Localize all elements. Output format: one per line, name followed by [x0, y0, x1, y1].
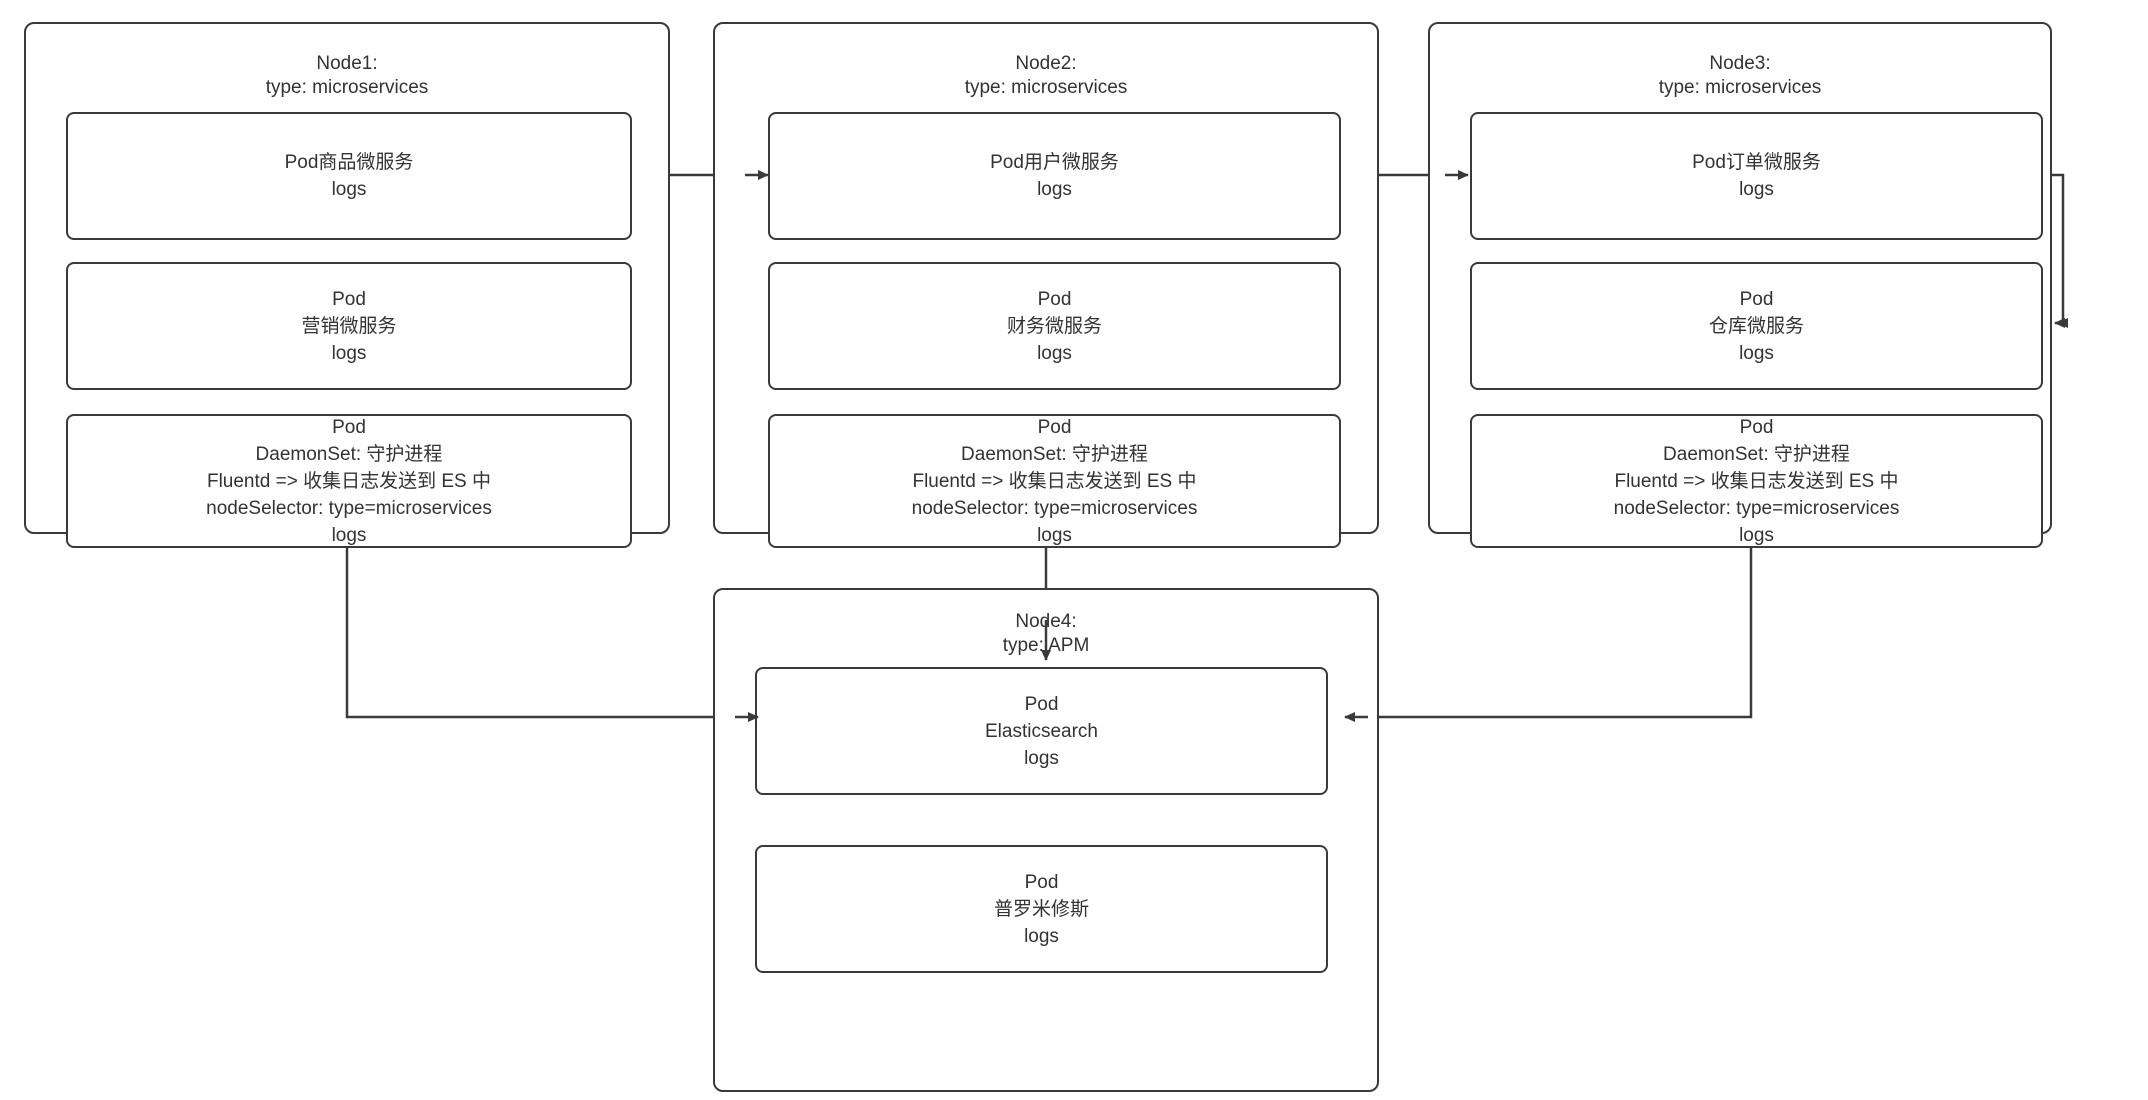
pod-label: Pod商品微服务 logs	[284, 152, 414, 200]
node1-title: Node1: type: microservices	[265, 53, 429, 98]
pod-label: Pod订单微服务 logs	[1692, 152, 1821, 200]
pod-label: Pod用户微服务 logs	[990, 152, 1119, 200]
pod-box-node2-finance[interactable]: Pod 财务微服务 logs	[768, 262, 1341, 390]
pod-box-node2-daemonset[interactable]: Pod DaemonSet: 守护进程 Fluentd => 收集日志发送到 E…	[768, 414, 1341, 548]
pod-box-node1-daemonset[interactable]: Pod DaemonSet: 守护进程 Fluentd => 收集日志发送到 E…	[66, 414, 632, 548]
node2-title: Node2: type: microservices	[964, 53, 1128, 98]
pod-label: Pod DaemonSet: 守护进程 Fluentd => 收集日志发送到 E…	[911, 416, 1198, 546]
pod-box-node2-user[interactable]: Pod用户微服务 logs	[768, 112, 1341, 240]
pod-label: Pod 普罗米修斯 logs	[993, 871, 1089, 947]
pod-box-node3-warehouse[interactable]: Pod 仓库微服务 logs	[1470, 262, 2043, 390]
edge-node1-daemonset-to-es	[345, 533, 754, 722]
pod-box-node3-daemonset[interactable]: Pod DaemonSet: 守护进程 Fluentd => 收集日志发送到 E…	[1470, 414, 2043, 548]
pod-box-node4-elasticsearch[interactable]: Pod Elasticsearch logs	[755, 667, 1328, 795]
pod-box-node3-order[interactable]: Pod订单微服务 logs	[1470, 112, 2043, 240]
pod-label: Pod DaemonSet: 守护进程 Fluentd => 收集日志发送到 E…	[1613, 416, 1900, 546]
pod-box-node1-product[interactable]: Pod商品微服务 logs	[66, 112, 632, 240]
edge-node3-daemonset-to-es	[1347, 533, 1753, 722]
pod-label: Pod 财务微服务 logs	[1006, 288, 1102, 364]
node4-title: Node4: type: APM	[1002, 611, 1090, 656]
node-container-node3[interactable]: Node3: type: microservices Pod订单微服务 logs…	[1428, 22, 2052, 548]
pod-box-node4-prometheus[interactable]: Pod 普罗米修斯 logs	[755, 845, 1328, 973]
node3-title: Node3: type: microservices	[1658, 53, 1822, 98]
pod-label: Pod DaemonSet: 守护进程 Fluentd => 收集日志发送到 E…	[206, 416, 492, 546]
node-container-node4[interactable]: Node4: type: APM Pod Elasticsearch logs …	[713, 588, 1379, 1092]
node-container-node2[interactable]: Node2: type: microservices Pod用户微服务 logs…	[713, 22, 1379, 548]
pod-label: Pod 营销微服务 logs	[301, 288, 397, 364]
node-container-node1[interactable]: Node1: type: microservices Pod商品微服务 logs…	[24, 22, 670, 548]
pod-box-node1-marketing[interactable]: Pod 营销微服务 logs	[66, 262, 632, 390]
pod-label: Pod 仓库微服务 logs	[1708, 288, 1804, 364]
pod-label: Pod Elasticsearch logs	[985, 693, 1098, 769]
